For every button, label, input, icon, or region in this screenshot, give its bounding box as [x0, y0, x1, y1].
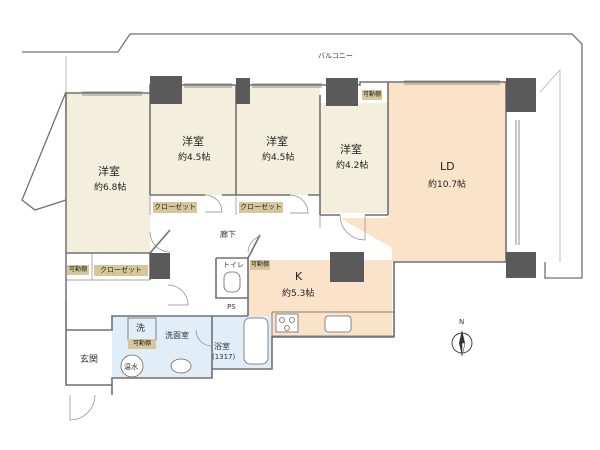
windows — [82, 80, 520, 245]
balcony-label: バルコニー — [318, 52, 353, 60]
bath-size: (1317) — [212, 353, 236, 361]
ld-size: 約10.7帖 — [428, 180, 467, 190]
western-room-4-name: 洋室 — [340, 143, 362, 156]
toilet-bowl — [223, 271, 241, 293]
kitchen-sink — [324, 315, 352, 333]
door-swings — [69, 194, 366, 421]
kitchen-name: K — [295, 270, 303, 283]
western-room-2-size: 約4.5帖 — [178, 153, 211, 163]
ld-name: LD — [440, 160, 455, 173]
western-room-2-name: 洋室 — [182, 135, 204, 148]
western-room-1-name: 洋室 — [98, 165, 120, 178]
western-room-1-floor — [66, 93, 150, 253]
closet-tag-2: クローゼット — [239, 202, 283, 213]
western-room-3-size: 約4.5帖 — [262, 153, 295, 163]
kitchen-counter — [271, 311, 395, 337]
washer-label: 洗 — [136, 324, 146, 334]
shelf-tag-1: 可動棚 — [67, 265, 89, 275]
hallway-label: 廊下 — [220, 230, 236, 239]
bathtub — [243, 317, 269, 365]
bath-name: 浴室 — [214, 342, 230, 351]
western-room-4-size: 約4.2帖 — [336, 161, 369, 171]
western-room-3-name: 洋室 — [266, 135, 288, 148]
shelf-tag-4: 可動棚 — [128, 339, 156, 349]
thin-lines — [65, 100, 507, 300]
shelf-tag-3: 可動棚 — [362, 90, 382, 100]
toilet-label: トイレ — [223, 261, 244, 269]
compass-icon — [451, 330, 473, 357]
closet-tag-3: クローゼット — [94, 265, 148, 276]
water-heater-circle — [120, 354, 144, 378]
kitchen-size: 約5.3帖 — [282, 289, 315, 299]
ld-floor — [340, 82, 506, 262]
washroom-label: 洗面室 — [165, 331, 189, 340]
closet-tag-1: クローゼット — [153, 202, 197, 213]
western-room-1-size: 約6.8帖 — [94, 183, 127, 193]
shelf-tag-2: 可動棚 — [250, 260, 270, 270]
fixtures — [120, 271, 395, 378]
western-room-4-floor — [320, 103, 388, 213]
balcony-inner — [65, 56, 561, 262]
ps-label: PS — [227, 303, 236, 311]
compass-north-label: N — [459, 318, 465, 326]
structural-columns — [150, 76, 536, 282]
wash-basin — [170, 358, 192, 374]
water-heater-label: 温水 — [124, 363, 138, 371]
entrance-label: 玄関 — [80, 355, 99, 365]
